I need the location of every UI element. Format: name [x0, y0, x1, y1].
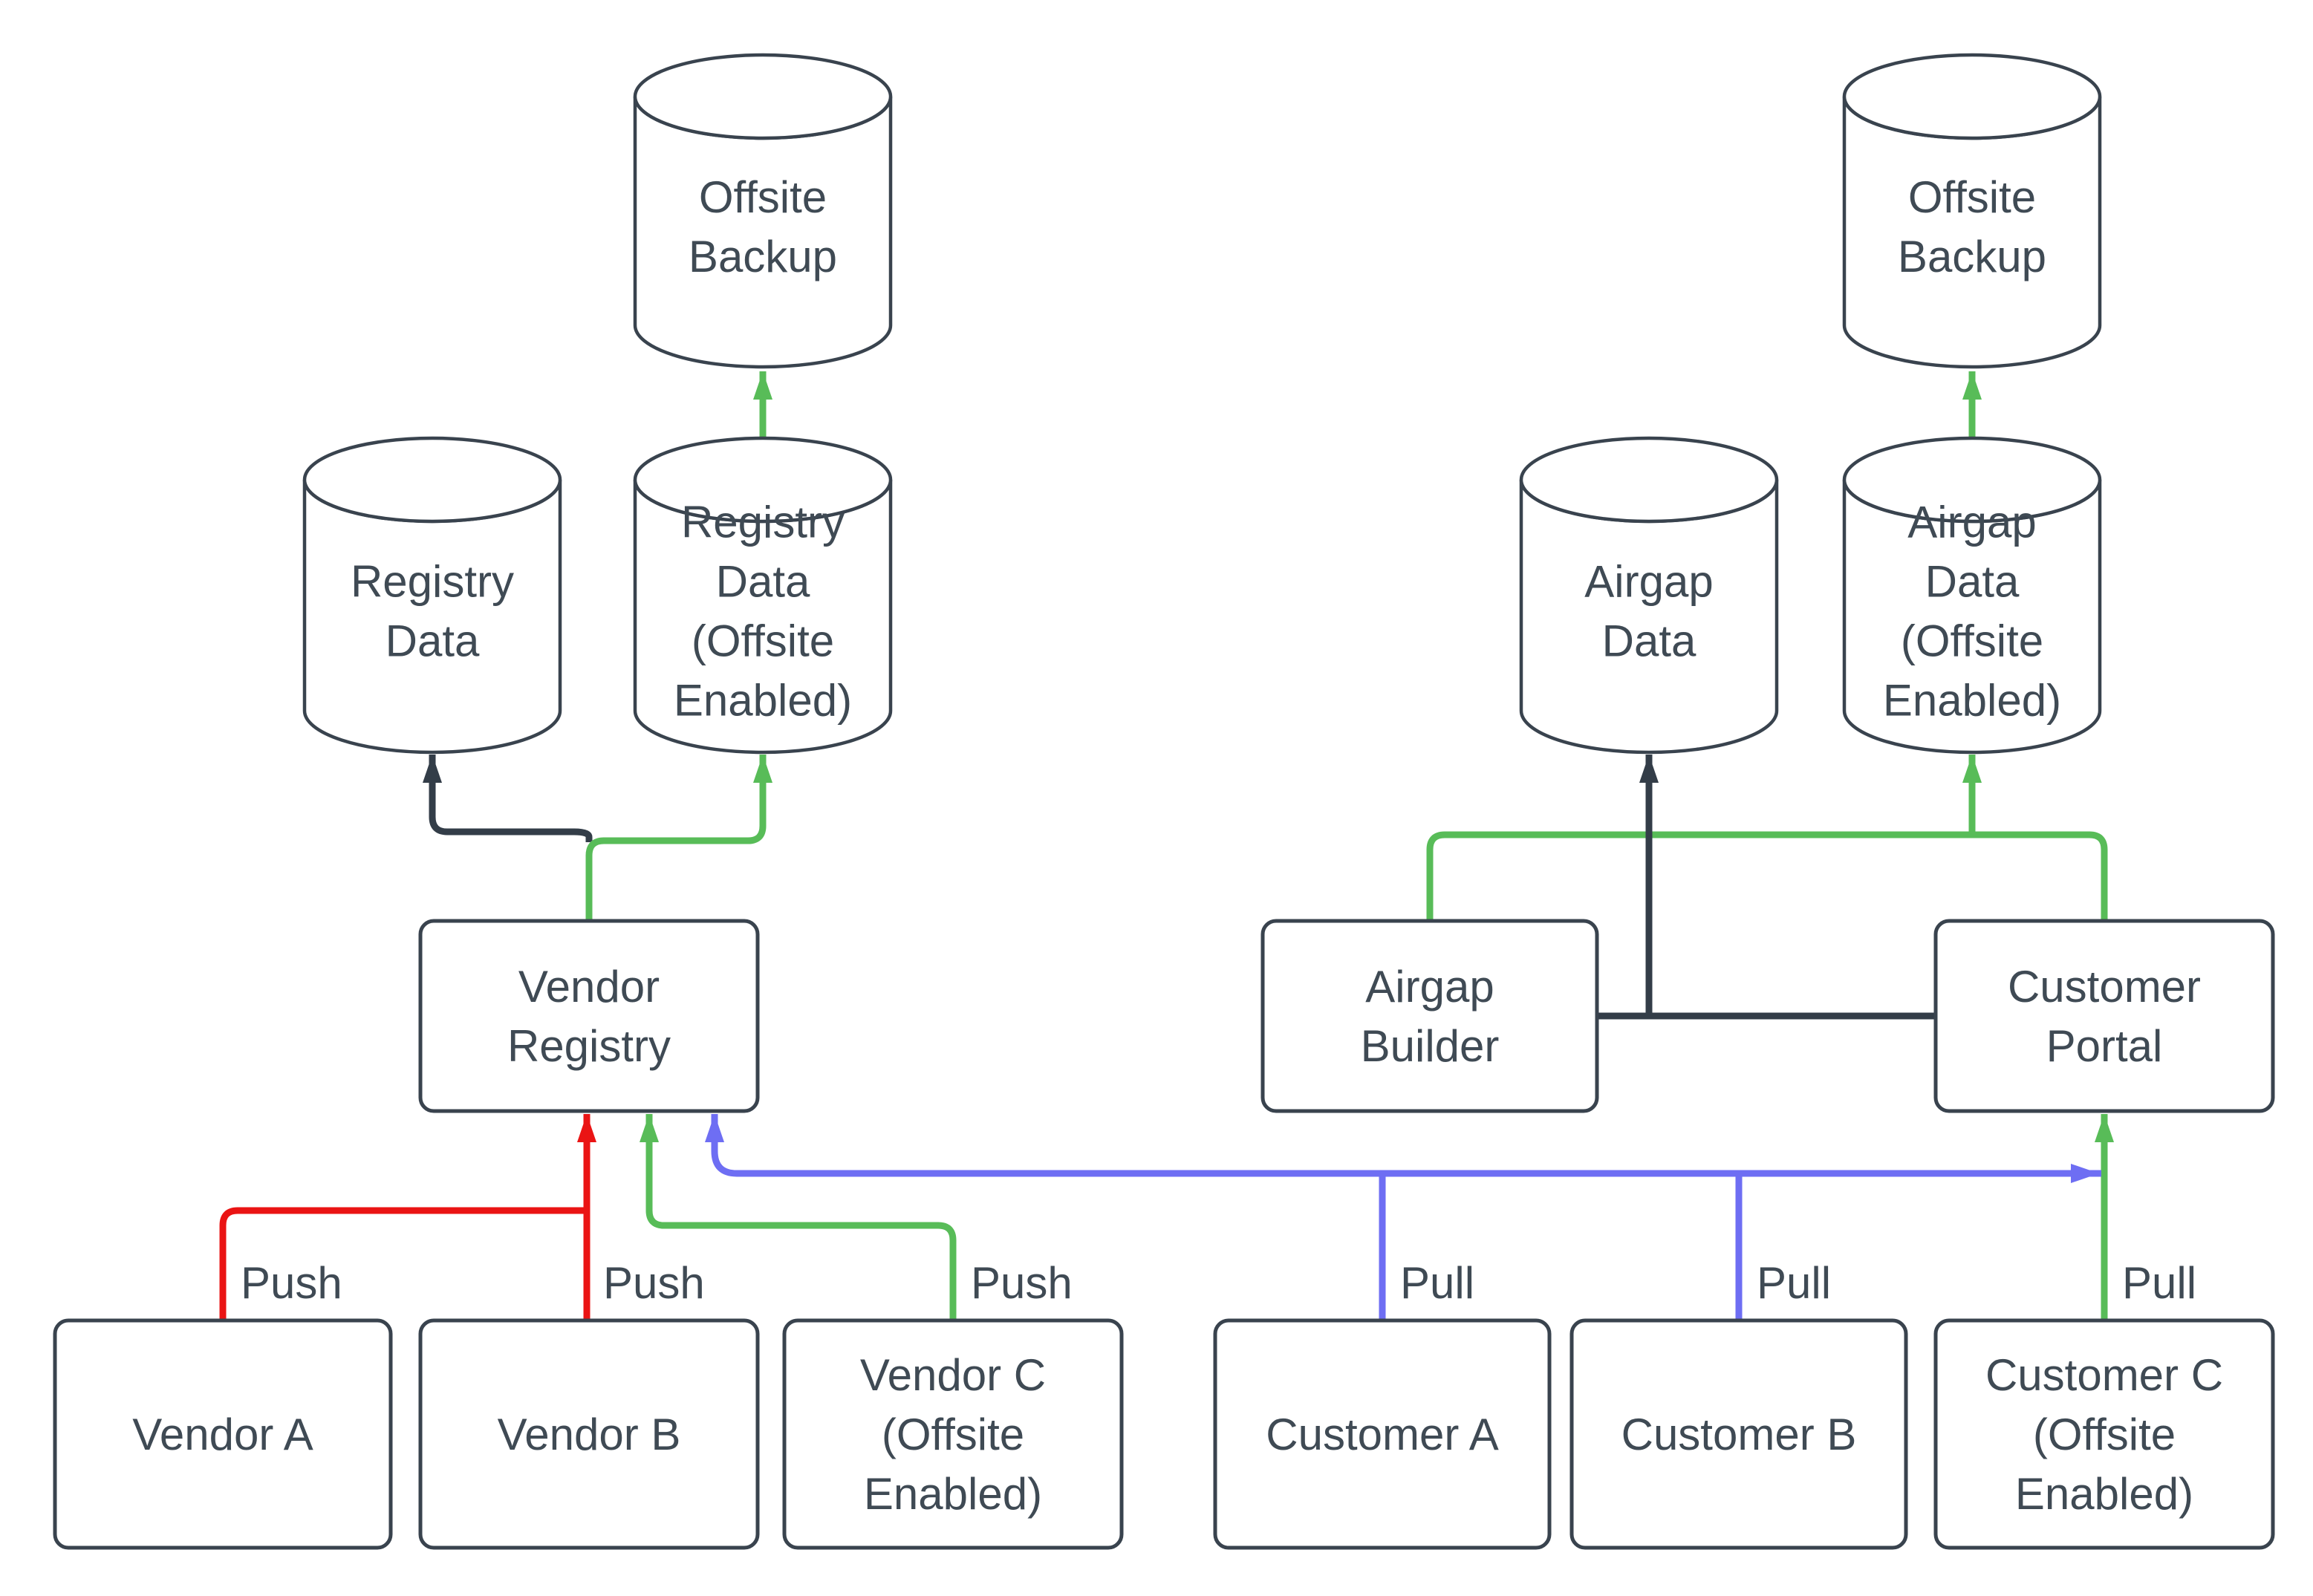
box-shape — [1260, 919, 1599, 1113]
edge-label-push-2: Push — [971, 1258, 1073, 1308]
cylinder-top — [633, 436, 893, 524]
edge-labels-layer: Push Push Push Pull Pull Pull — [241, 1258, 2196, 1308]
edge-label-pull-5: Pull — [2122, 1258, 2196, 1308]
edge-airgap-builder-to-customer-portal-green — [1426, 831, 2108, 921]
edge-vendor-registry-to-registry-data-offsite — [585, 755, 772, 921]
edge-label-push-0: Push — [241, 1258, 342, 1308]
box-shape — [418, 1318, 760, 1550]
edge-label-push-1: Push — [603, 1258, 705, 1308]
edge-label-pull-3: Pull — [1400, 1258, 1474, 1308]
node-customer-a: Customer A — [1213, 1318, 1552, 1550]
box-shape — [1933, 919, 2275, 1113]
edge-blue-trunk-to-vendor-registry — [705, 1114, 2101, 1177]
edge-vendor-registry-to-registry-data — [423, 755, 593, 842]
cylinder-top — [1519, 436, 1779, 524]
cylinder-top — [1842, 53, 2102, 140]
box-shape — [782, 1318, 1124, 1550]
cylinder-top — [302, 436, 562, 524]
box-shape — [1569, 1318, 1908, 1550]
edges-layer — [219, 371, 2114, 1320]
node-customer-b: Customer B — [1569, 1318, 1908, 1550]
node-label-vendor-a: Vendor A — [132, 1410, 313, 1459]
box-shape — [418, 919, 760, 1113]
node-label-customer-a: Customer A — [1266, 1410, 1498, 1459]
edge-vendor-a-to-red-junction — [219, 1207, 584, 1320]
box-shape — [53, 1318, 393, 1550]
node-label-customer-b: Customer B — [1621, 1410, 1857, 1459]
box-shape — [1933, 1318, 2275, 1550]
cylinder-top — [633, 53, 893, 140]
node-label-vendor-b: Vendor B — [498, 1410, 681, 1459]
edge-vendor-c-to-vendor-registry — [640, 1114, 957, 1320]
box-shape — [1213, 1318, 1552, 1550]
edge-label-pull-4: Pull — [1757, 1258, 1831, 1308]
node-vendor-b: Vendor B — [418, 1318, 760, 1550]
node-vendor-a: Vendor A — [53, 1318, 393, 1550]
cylinder-top — [1842, 436, 2102, 524]
